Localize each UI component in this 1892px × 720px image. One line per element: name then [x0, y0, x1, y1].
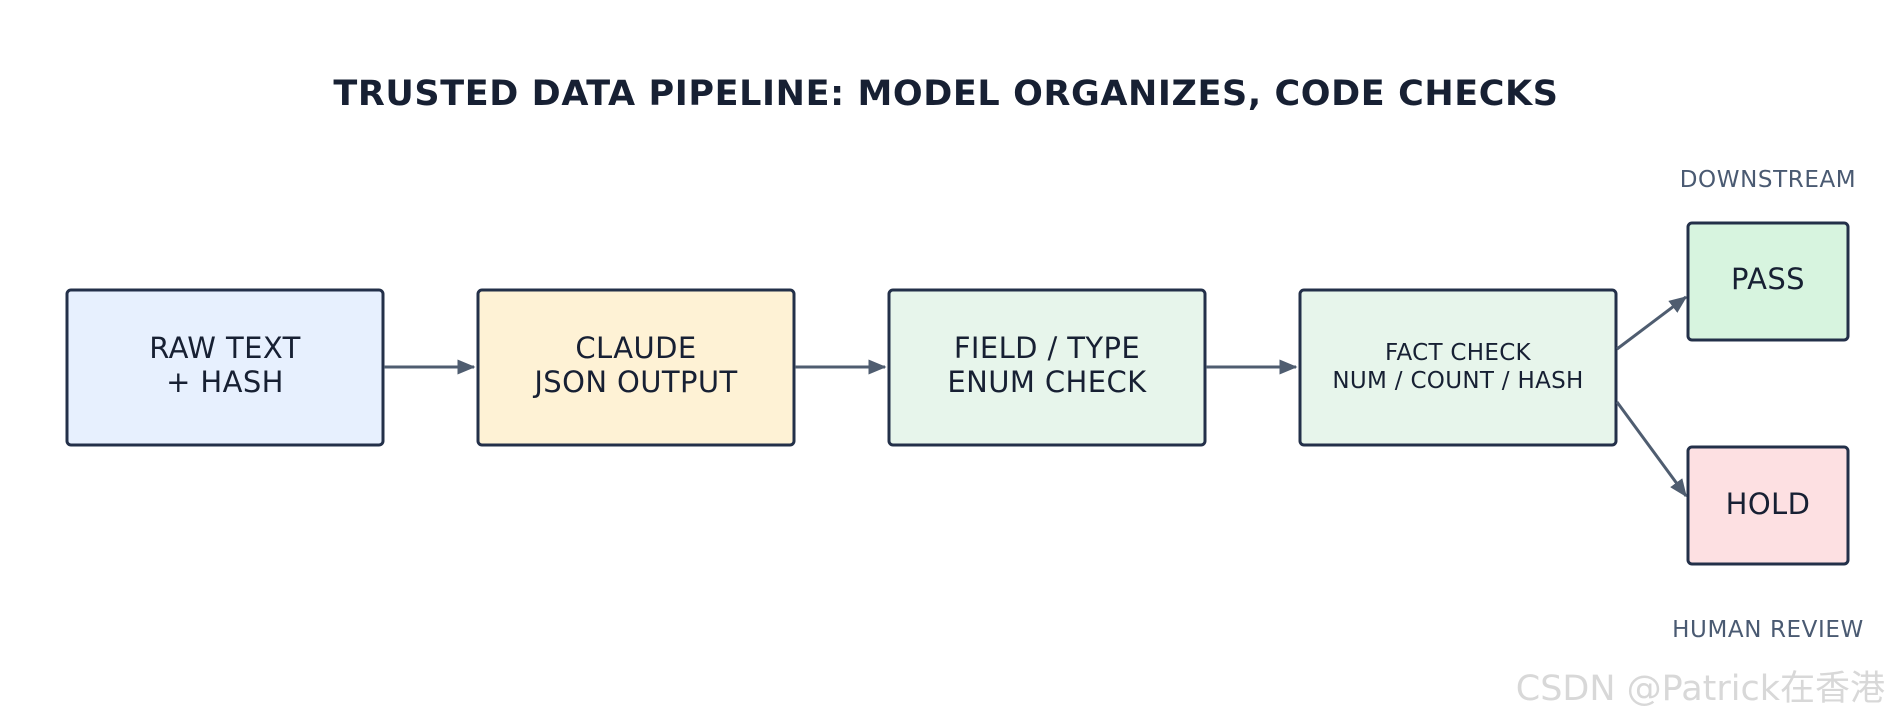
- node-pass-label: PASS: [1731, 262, 1805, 296]
- node-claude: CLAUDE JSON OUTPUT: [476, 288, 796, 447]
- node-hold: HOLD: [1686, 445, 1850, 566]
- node-claude-line1: CLAUDE: [575, 331, 696, 365]
- arrow-fact-to-hold: [1615, 401, 1688, 498]
- arrow-fact-to-pass: [1616, 295, 1688, 351]
- node-claude-box: [476, 288, 796, 447]
- node-pass: PASS: [1686, 221, 1850, 342]
- node-field-check-box: [887, 288, 1207, 447]
- node-field-check: FIELD / TYPE ENUM CHECK: [887, 288, 1207, 447]
- node-fact-check: FACT CHECK NUM / COUNT / HASH: [1298, 288, 1618, 447]
- watermark: CSDN @Patrick在香港: [1516, 669, 1885, 709]
- node-fact-check-box: [1298, 288, 1618, 447]
- node-raw-text-line2: + HASH: [166, 365, 284, 399]
- node-field-check-line2: ENUM CHECK: [947, 365, 1147, 399]
- caption-human-review: HUMAN REVIEW: [1672, 617, 1864, 643]
- node-fact-check-line1: FACT CHECK: [1385, 340, 1532, 366]
- node-hold-label: HOLD: [1726, 487, 1811, 521]
- node-claude-line2: JSON OUTPUT: [532, 365, 737, 399]
- caption-downstream: DOWNSTREAM: [1680, 167, 1857, 193]
- node-raw-text-line1: RAW TEXT: [149, 331, 300, 365]
- node-fact-check-line2: NUM / COUNT / HASH: [1332, 368, 1583, 394]
- node-pass-box: [1686, 221, 1850, 342]
- node-hold-box: [1686, 445, 1850, 566]
- node-field-check-line1: FIELD / TYPE: [954, 331, 1140, 365]
- diagram-title: TRUSTED DATA PIPELINE: MODEL ORGANIZES, …: [333, 74, 1558, 114]
- node-raw-text: RAW TEXT + HASH: [65, 288, 385, 447]
- node-raw-text-box: [65, 288, 385, 447]
